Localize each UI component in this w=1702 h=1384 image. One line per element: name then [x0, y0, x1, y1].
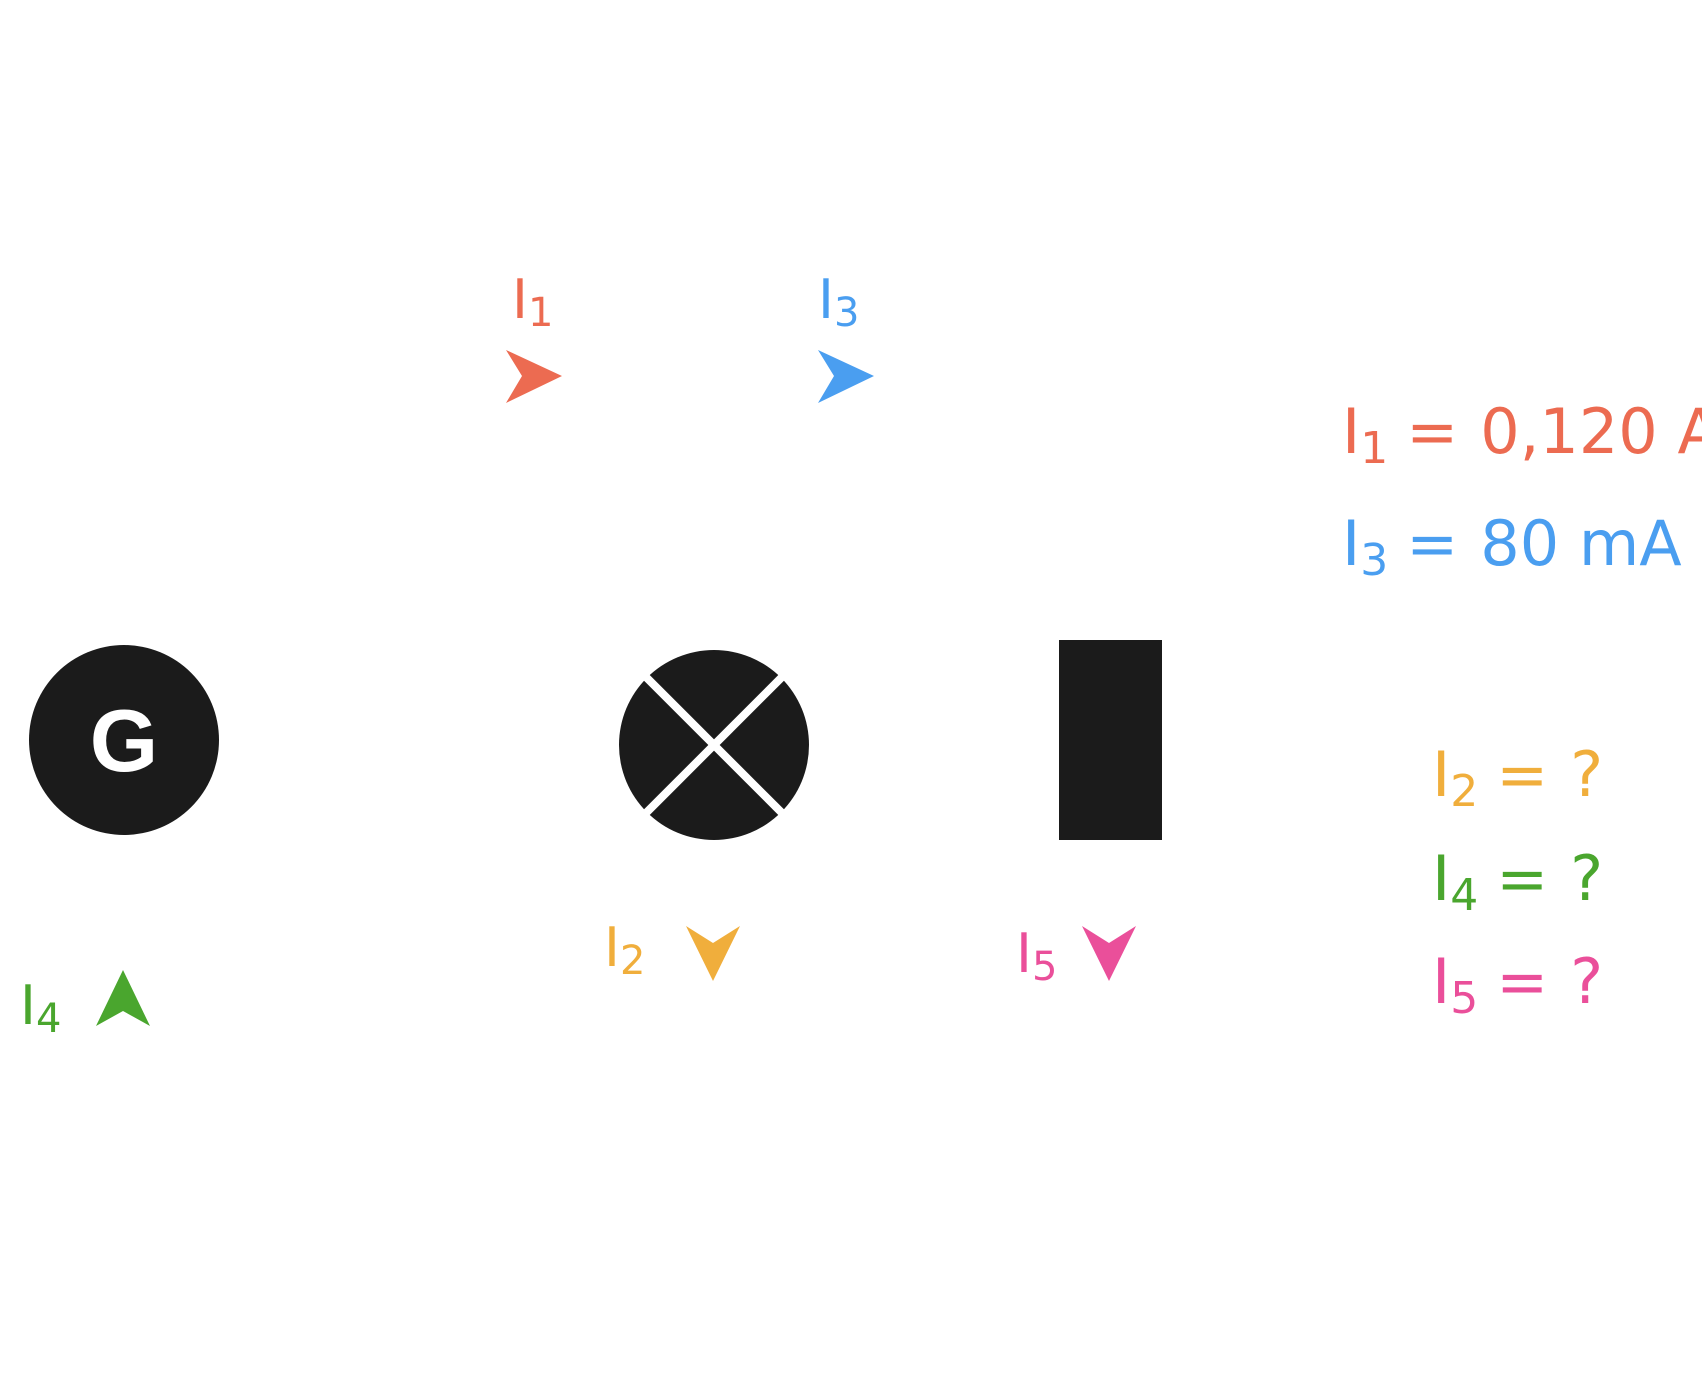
resistor-rectangle-icon [1059, 640, 1162, 840]
unknown-i2: I2=? [1432, 738, 1603, 817]
generator-circle-icon [29, 645, 219, 835]
current-label-i5: I5 [1016, 922, 1057, 990]
current-label-i3: I3 [818, 268, 859, 336]
i1-arrow-right-icon [506, 350, 562, 403]
current-label-i1: I1 [512, 268, 553, 336]
i3-symbol: I3 [818, 268, 859, 336]
unknown-i5: I5=? [1432, 945, 1603, 1024]
i4-symbol: I4 [20, 974, 61, 1042]
given-i1: I1=0,120 A [1342, 395, 1702, 474]
i2-symbol: I2 [604, 916, 645, 984]
i3-arrow-right-icon [818, 350, 874, 403]
i5-arrow-down-icon [1082, 926, 1136, 981]
lamp [619, 650, 809, 840]
unknown-i4: I4=? [1432, 842, 1603, 921]
generator-letter: G [90, 691, 158, 790]
generator: G [29, 645, 219, 835]
given-i3: I3=80 mA [1342, 507, 1682, 586]
i5-symbol: I5 [1016, 922, 1057, 990]
current-label-i2: I2 [604, 916, 645, 984]
i4-arrow-up-icon [96, 970, 150, 1026]
i2-arrow-down-icon [686, 926, 740, 981]
current-label-i4: I4 [20, 974, 61, 1042]
lamp-cross-line-2 [642, 673, 786, 817]
i1-symbol: I1 [512, 268, 553, 336]
